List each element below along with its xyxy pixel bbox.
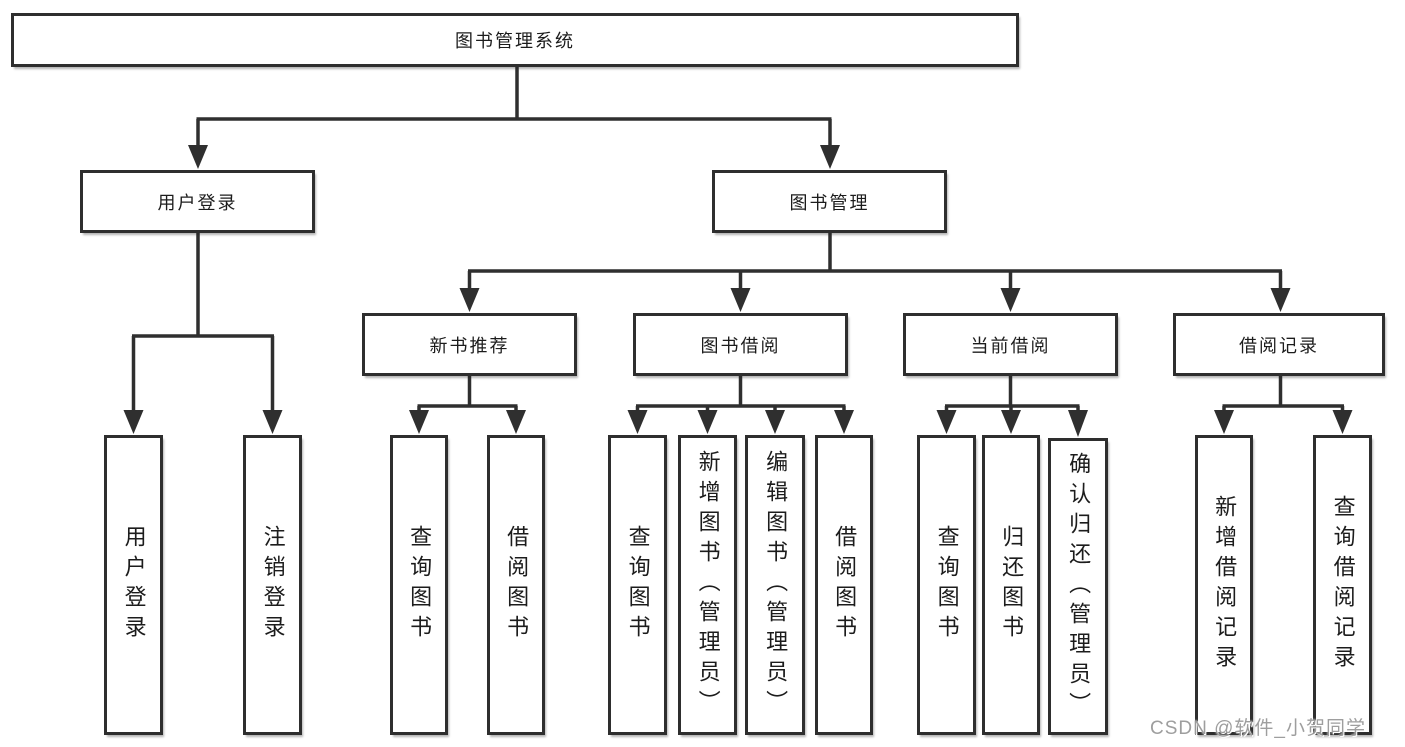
leaf-query-books-borrow: 查询图书: [608, 435, 667, 735]
node-user-login: 用户登录: [80, 170, 315, 233]
arrow-down-icon: [506, 410, 526, 434]
arrow-down-icon: [1068, 410, 1088, 437]
arrow-down-icon: [1332, 410, 1353, 434]
leaf-borrow-books-recommend: 借阅图书: [487, 435, 545, 735]
leaf-add-books-admin: 新增图书（管理员）: [678, 435, 737, 735]
arrow-down-icon: [697, 410, 718, 434]
arrow-down-icon: [123, 410, 144, 434]
leaf-return-books: 归还图书: [982, 435, 1040, 735]
leaf-confirm-return-admin: 确认归还（管理员）: [1048, 438, 1108, 735]
leaf-edit-books-admin: 编辑图书（管理员）: [745, 435, 805, 735]
arrow-down-icon: [765, 410, 785, 434]
arrow-down-icon: [1000, 288, 1021, 312]
arrow-down-icon: [188, 145, 208, 169]
leaf-query-borrow-record: 查询借阅记录: [1313, 435, 1372, 735]
arrow-down-icon: [936, 410, 957, 434]
arrow-down-icon: [627, 410, 648, 434]
leaf-logout: 注销登录: [243, 435, 302, 735]
leaf-user-login: 用户登录: [104, 435, 163, 735]
arrow-down-icon: [459, 288, 480, 312]
watermark-text: CSDN @软件_小贺同学: [1150, 718, 1366, 739]
arrow-down-icon: [409, 410, 429, 434]
node-borrow-records: 借阅记录: [1173, 313, 1385, 376]
node-new-book-recommend: 新书推荐: [362, 313, 577, 376]
node-book-management: 图书管理: [712, 170, 947, 233]
arrow-down-icon: [1001, 410, 1021, 434]
arrow-down-icon: [730, 288, 751, 312]
leaf-add-borrow-record: 新增借阅记录: [1195, 435, 1253, 735]
arrow-down-icon: [834, 410, 854, 434]
node-book-borrow: 图书借阅: [633, 313, 848, 376]
leaf-query-books-current: 查询图书: [917, 435, 976, 735]
node-current-borrow: 当前借阅: [903, 313, 1118, 376]
arrow-down-icon: [820, 145, 840, 169]
arrow-down-icon: [1214, 410, 1234, 434]
arrow-down-icon: [262, 410, 283, 434]
leaf-query-books-recommend: 查询图书: [390, 435, 448, 735]
leaf-borrow-books: 借阅图书: [815, 435, 873, 735]
arrow-down-icon: [1270, 288, 1291, 312]
node-library-management-system: 图书管理系统: [11, 13, 1019, 67]
